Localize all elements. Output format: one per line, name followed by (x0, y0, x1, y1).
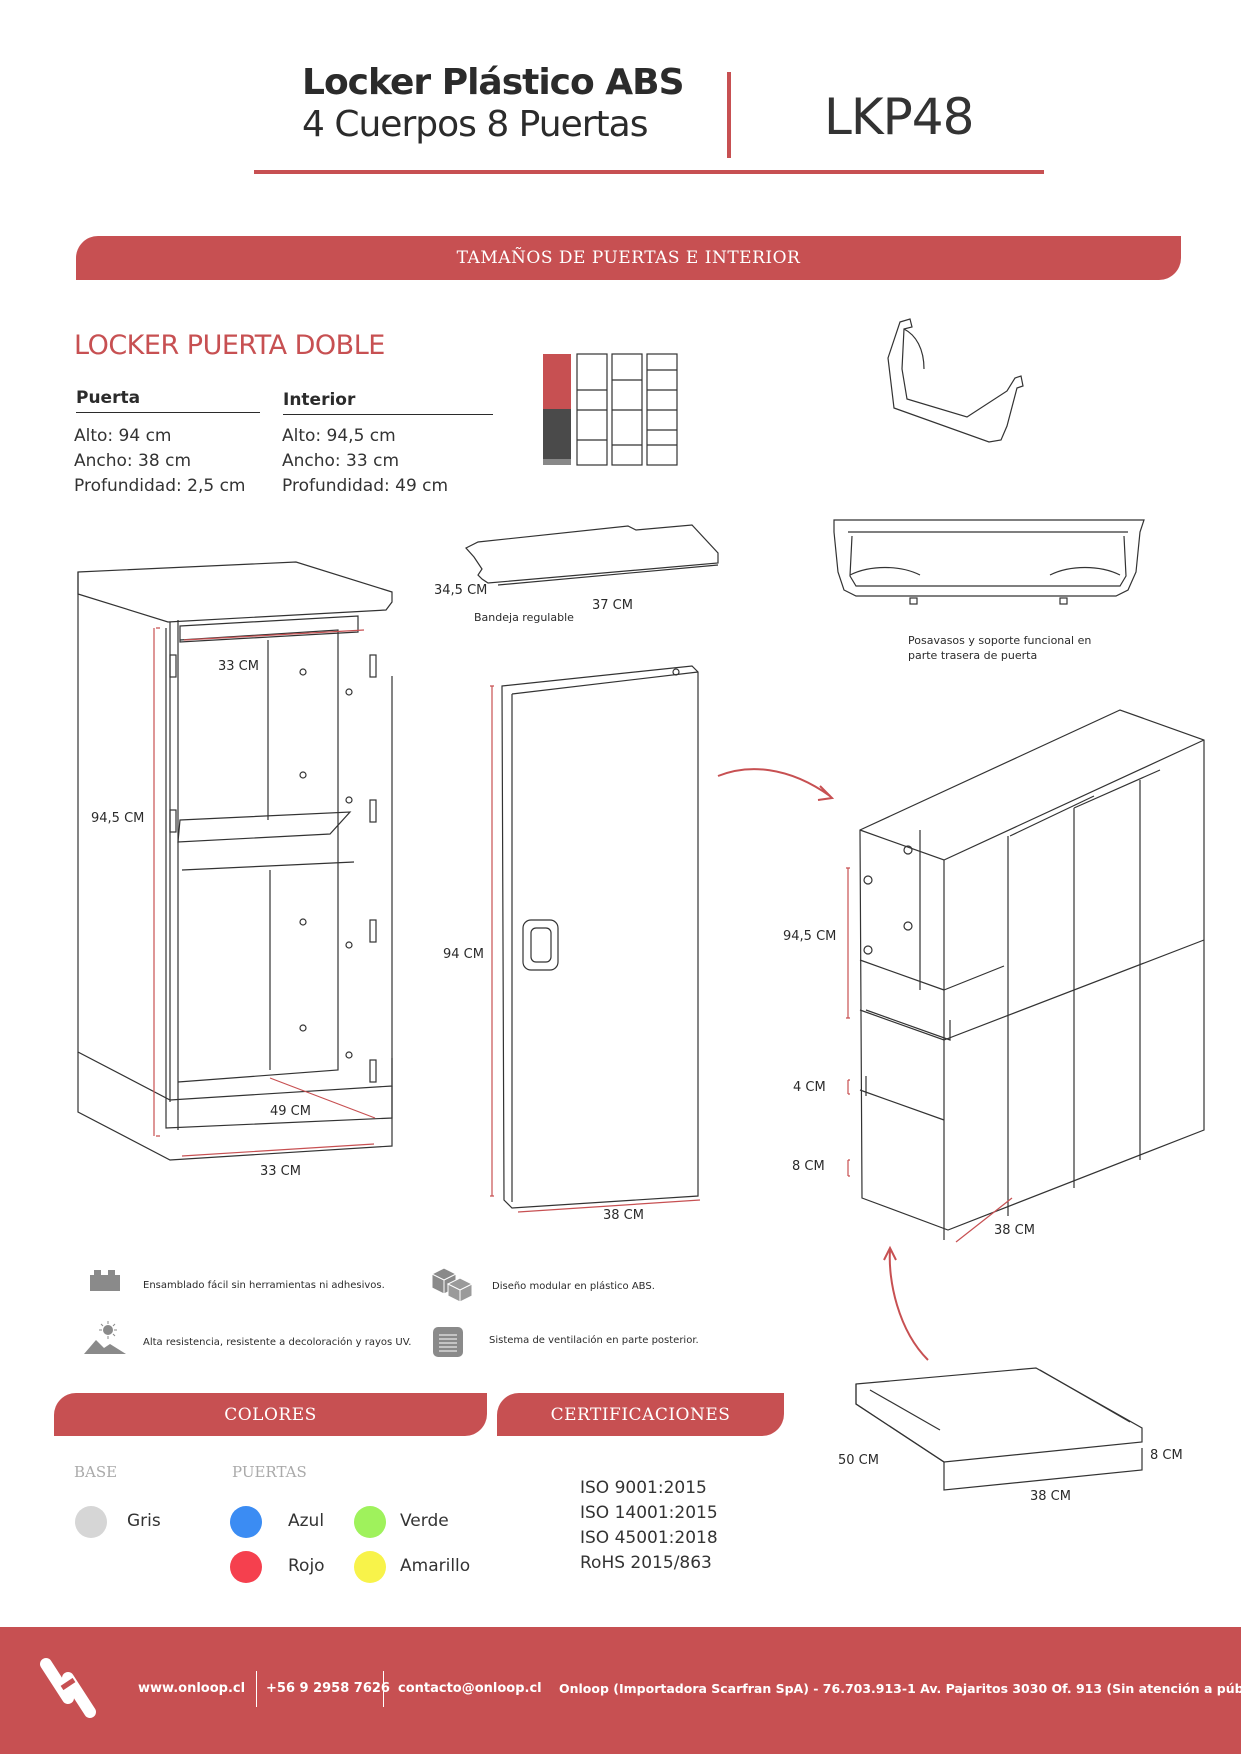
product-subtitle: 4 Cuerpos 8 Puertas (302, 104, 648, 145)
door-spec-height: Alto: 94 cm (74, 426, 172, 446)
feature-uv: Alta resistencia, resistente a decolorac… (143, 1337, 412, 1348)
locker-config-thumbnail (543, 353, 678, 466)
isometric-locker-drawing (846, 709, 1205, 1243)
iso-width-label: 38 CM (994, 1223, 1035, 1238)
door-spec-width: Ancho: 38 cm (74, 451, 191, 471)
header-divider (727, 72, 731, 158)
footer-divider (383, 1671, 384, 1707)
cert-item: RoHS 2015/863 (580, 1553, 712, 1573)
door-drawing (490, 665, 701, 1213)
color-name-amarillo: Amarillo (400, 1556, 471, 1576)
holder-caption-line1: Posavasos y soporte funcional en (908, 634, 1092, 647)
sun-icon (84, 1321, 126, 1354)
base-depth-label: 50 CM (838, 1453, 879, 1468)
color-swatch-verde (354, 1506, 386, 1538)
door-spec-title: Puerta (76, 388, 260, 413)
door-spec-list: Alto: 94 cm Ancho: 38 cm Profundidad: 2,… (74, 424, 246, 499)
cabinet-base-width-label: 33 CM (260, 1164, 301, 1179)
base-label: BASE (74, 1463, 118, 1481)
interior-spec-title: Interior (283, 390, 493, 415)
base-height-label: 8 CM (1150, 1448, 1183, 1463)
color-name-gris: Gris (127, 1511, 161, 1531)
vent-icon (433, 1327, 463, 1357)
feature-ventilation: Sistema de ventilación en parte posterio… (489, 1335, 699, 1346)
onloop-logo-icon (40, 1658, 96, 1718)
cert-item: ISO 14001:2015 (580, 1503, 718, 1523)
tray-width-label: 37 CM (592, 598, 633, 613)
base-width-label: 38 CM (1030, 1489, 1071, 1504)
certifications-band: CERTIFICACIONES (497, 1393, 784, 1436)
tray-drawing (465, 524, 719, 586)
tray-depth-label: 34,5 CM (434, 583, 488, 598)
footer-phone[interactable]: +56 9 2958 7626 (266, 1681, 390, 1696)
footer-divider (256, 1671, 257, 1707)
cert-item: ISO 9001:2015 (580, 1478, 707, 1498)
iso-4cm-label: 4 CM (793, 1080, 826, 1095)
interior-spec-width: Ancho: 33 cm (282, 451, 399, 471)
brick-icon (90, 1270, 120, 1291)
cabinet-depth-label: 49 CM (270, 1104, 311, 1119)
color-name-azul: Azul (288, 1511, 325, 1531)
feature-modular: Diseño modular en plástico ABS. (492, 1281, 655, 1292)
cabinet-height-label: 94,5 CM (91, 811, 145, 826)
interior-spec-list: Alto: 94,5 cm Ancho: 33 cm Profundidad: … (282, 424, 448, 499)
color-swatch-gris (75, 1506, 107, 1538)
footer-company: Onloop (Importadora Scarfran SpA) - 76.7… (559, 1681, 1241, 1696)
product-code: LKP48 (824, 88, 974, 146)
base-drawing (855, 1367, 1143, 1491)
cup-holder-drawing (887, 318, 1024, 443)
tray-caption: Bandeja regulable (474, 611, 574, 624)
product-title: Locker Plástico ABS (302, 62, 685, 103)
door-width-label: 38 CM (603, 1208, 644, 1223)
color-swatch-amarillo (354, 1551, 386, 1583)
cabinet-inner-width-label: 33 CM (218, 659, 259, 674)
locker-heading: LOCKER PUERTA DOBLE (74, 330, 385, 361)
feature-assembly: Ensamblado fácil sin herramientas ni adh… (143, 1280, 385, 1291)
header-underline (254, 170, 1044, 174)
colors-band: COLORES (54, 1393, 487, 1436)
doors-label: PUERTAS (232, 1463, 307, 1481)
cert-item: ISO 45001:2018 (580, 1528, 718, 1548)
door-height-label: 94 CM (443, 947, 484, 962)
color-name-verde: Verde (400, 1511, 449, 1531)
technical-drawings (77, 318, 1205, 1491)
door-spec-depth: Profundidad: 2,5 cm (74, 476, 246, 496)
holder-caption-line2: parte trasera de puerta (908, 649, 1038, 662)
modules-icon (430, 1267, 474, 1302)
section-band: TAMAÑOS DE PUERTAS E INTERIOR (76, 236, 1181, 280)
interior-spec-height: Alto: 94,5 cm (282, 426, 396, 446)
footer (0, 1627, 1241, 1754)
footer-website-link[interactable]: www.onloop.cl (138, 1681, 246, 1696)
color-swatch-rojo (230, 1551, 262, 1583)
door-holder-drawing (833, 519, 1145, 605)
footer-email-link[interactable]: contacto@onloop.cl (398, 1681, 542, 1696)
interior-spec-depth: Profundidad: 49 cm (282, 476, 449, 496)
color-name-rojo: Rojo (288, 1556, 325, 1576)
color-swatch-azul (230, 1506, 262, 1538)
iso-height-label: 94,5 CM (783, 929, 837, 944)
iso-8cm-label: 8 CM (792, 1159, 825, 1174)
open-cabinet-drawing (77, 561, 393, 1161)
